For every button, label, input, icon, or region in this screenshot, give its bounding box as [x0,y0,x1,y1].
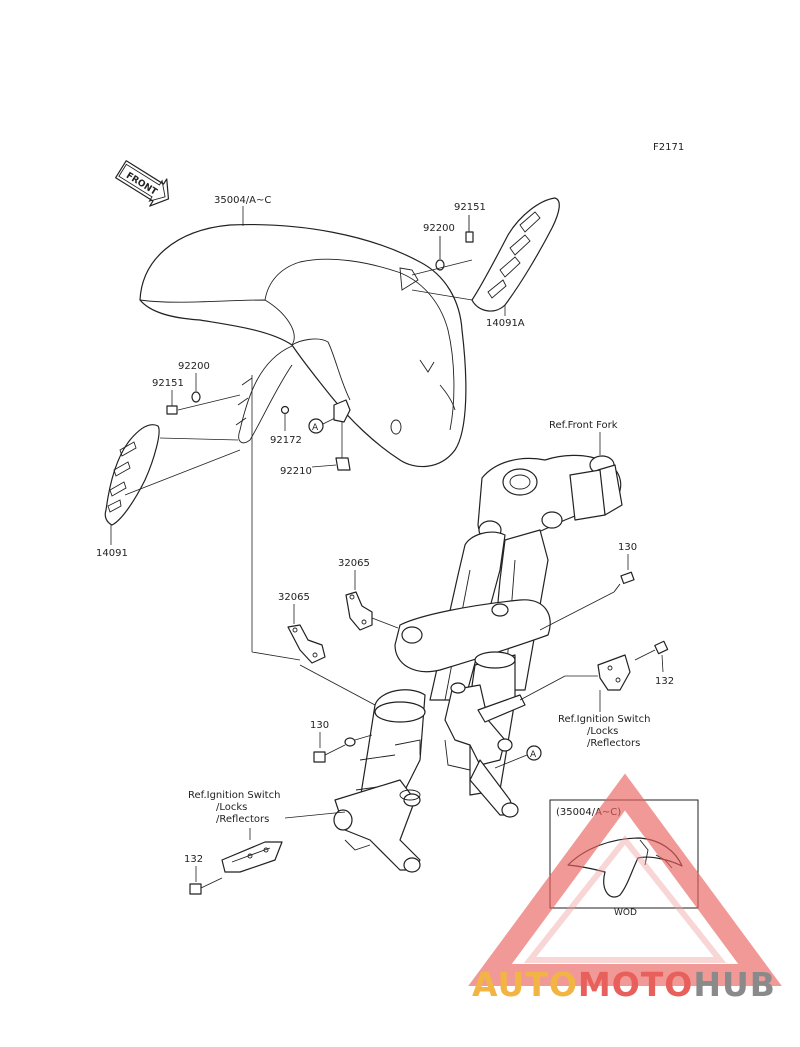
label-fender: 35004/A~C [214,195,271,206]
callout-a-upper-text: A [312,423,319,433]
label-bolt-132-left: 132 [184,854,203,865]
label-cover-14091: 14091 [96,548,128,559]
label-bolt-92151-upper: 92151 [454,202,486,213]
inset-sublabel: WOD [614,908,637,918]
watermark-part3: HUB [693,965,776,1004]
figure-code: F2171 [653,142,684,153]
bracket-32065-right [345,591,373,631]
svg-text:AUTOMOTOHUB: AUTOMOTOHUB [472,965,776,1004]
ref-ignition-right-line2: /Locks [587,726,618,737]
label-bolt-130-lower: 130 [310,720,329,731]
ref-ignition-left-line1: Ref.Ignition Switch [188,790,280,801]
label-bracket-32065-right: 32065 [338,558,370,569]
watermark-logo [468,773,782,986]
label-washer-92200-upper: 92200 [423,223,455,234]
inset-caption: (35004/A~C) [556,807,621,818]
watermark-text: AUTOMOTOHUB [472,965,776,1004]
watermark-part1: AUTO [472,965,578,1004]
label-bolt-130-upper: 130 [618,542,637,553]
watermark-part2: MOTO [578,965,693,1004]
callout-a-upper: A [308,418,324,434]
bolt-132-right [634,640,669,661]
ref-ignition-right-line1: Ref.Ignition Switch [558,714,650,725]
label-clip-92210: 92210 [280,466,312,477]
cover-14091a [471,197,560,312]
clip-92210 [333,399,351,471]
label-bolt-92172: 92172 [270,435,302,446]
ignition-bracket-right [597,654,631,691]
callout-a-lower: A [526,745,542,761]
label-cover-14091a: 14091A [486,318,525,329]
ref-ignition-left-line2: /Locks [216,802,247,813]
label-bracket-32065-left: 32065 [278,592,310,603]
bolt-130-lower [313,737,356,763]
bolt-132-left [189,877,223,895]
bracket-32065-left [287,624,326,664]
washer-92200-left [191,373,201,403]
ref-ignition-left: Ref.Ignition Switch /Locks /Reflectors [188,790,280,825]
label-bolt-132-right: 132 [655,676,674,687]
ignition-bracket-left [221,841,283,873]
ref-ignition-right: Ref.Ignition Switch /Locks /Reflectors [558,714,650,749]
cover-14091 [104,424,160,526]
bolt-130-upper [613,571,635,593]
ref-ignition-left-line3: /Reflectors [216,814,269,825]
front-fork-assembly [333,454,623,873]
washer-92200-upper [435,236,445,271]
ref-ignition-right-line3: /Reflectors [587,738,640,749]
front-direction-arrow: FRONT [115,160,170,207]
front-fender [139,224,467,468]
label-washer-92200-left: 92200 [178,361,210,372]
bolt-92151-left [166,390,178,415]
label-bolt-92151-left: 92151 [152,378,184,389]
bolt-92172 [280,405,290,415]
callout-a-lower-text: A [530,750,537,760]
label-ref-front-fork: Ref.Front Fork [549,420,618,431]
bolt-92151-upper [465,215,474,243]
